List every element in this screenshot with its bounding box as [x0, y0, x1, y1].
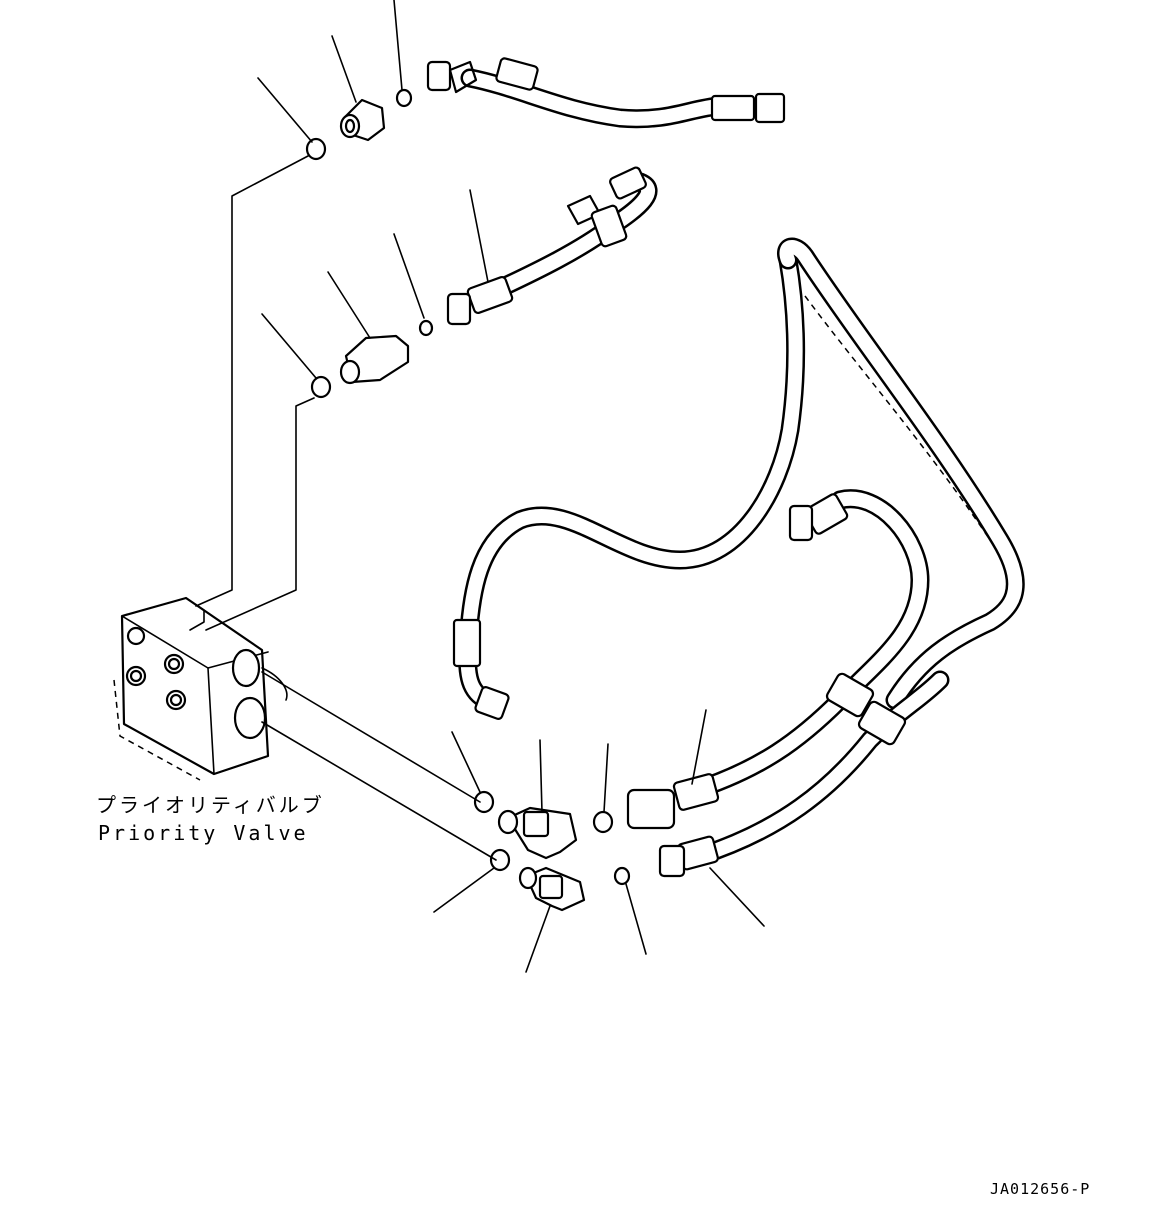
- o-ring-6: [489, 848, 511, 872]
- priority-valve-label-en: Priority Valve: [98, 821, 309, 845]
- adapter-fitting-top: [339, 98, 386, 142]
- o-ring-set: [305, 88, 631, 886]
- callout-leaders: [257, 0, 765, 973]
- hose-upper: [426, 57, 786, 129]
- o-ring-5: [473, 790, 495, 814]
- hose-middle: [446, 166, 658, 326]
- o-ring-3: [310, 375, 332, 399]
- hose-right-pair: [626, 489, 950, 878]
- elbow-fitting-lower: [518, 866, 586, 912]
- priority-valve-label-jp: プライオリティバルブ: [96, 793, 325, 817]
- o-ring-8: [613, 866, 631, 886]
- o-ring-1: [305, 137, 327, 161]
- elbow-fitting-upper: [497, 806, 578, 860]
- connection-lines: [195, 155, 497, 861]
- o-ring-7: [592, 810, 614, 834]
- o-ring-4: [418, 319, 434, 337]
- o-ring-2: [395, 88, 413, 108]
- drawing-code: JA012656-P: [990, 1180, 1090, 1198]
- hose-long-loop: [452, 237, 1025, 720]
- adapter-fitting-middle: [339, 334, 410, 385]
- priority-valve-block: [113, 596, 288, 781]
